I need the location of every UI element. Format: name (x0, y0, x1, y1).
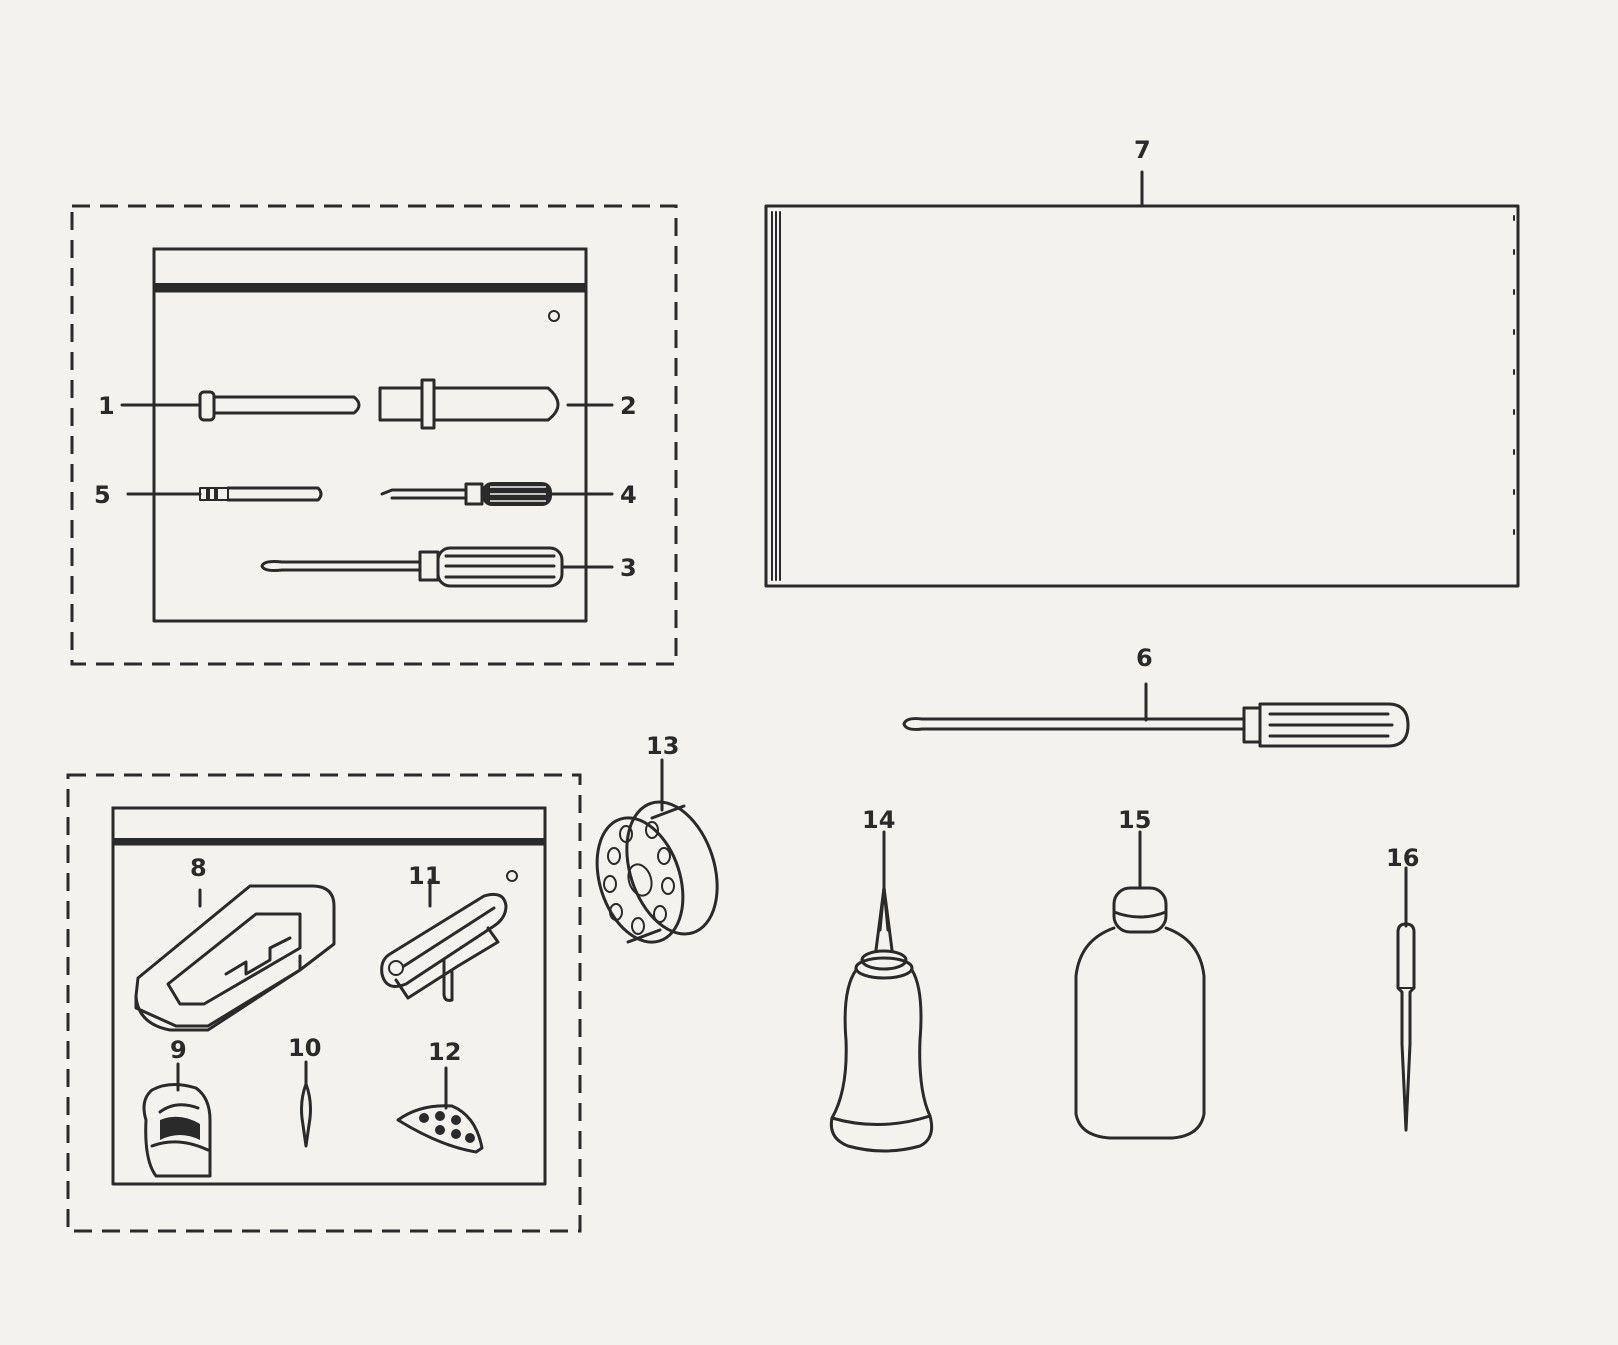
part-16-needle[interactable] (1396, 866, 1416, 1132)
accessory-bag-zip-strip (113, 838, 545, 845)
part-3-large-screwdriver[interactable] (260, 546, 614, 588)
callout-7: 7 (1134, 136, 1151, 164)
callout-14: 14 (862, 806, 895, 834)
part-5-small-screwdriver[interactable] (126, 486, 323, 502)
part-15-oil-bottle[interactable] (1074, 830, 1206, 1140)
callout-12: 12 (428, 1038, 461, 1066)
callout-13: 13 (646, 732, 679, 760)
dashed-group-border-lower (66, 773, 582, 1233)
part-14-oiler[interactable] (829, 830, 934, 1153)
callout-15: 15 (1118, 806, 1151, 834)
part-2-tube[interactable] (378, 378, 614, 430)
accessory-bag-eyelet (506, 870, 518, 882)
tool-bag-zip-strip (154, 283, 586, 290)
callout-4: 4 (620, 481, 637, 509)
tool-bag-header (152, 247, 588, 293)
part-11-zipper-foot[interactable] (380, 878, 508, 1002)
tool-bag-eyelet (548, 310, 560, 322)
callout-labels: 1 2 3 4 5 6 7 8 9 10 11 12 13 14 15 16 (94, 136, 1419, 1066)
callout-1: 1 (98, 392, 115, 420)
part-6-long-screwdriver[interactable] (902, 682, 1410, 748)
part-8-buttonhole-foot[interactable] (134, 884, 336, 1032)
part-9-guide[interactable] (142, 1062, 212, 1178)
tool-bag-group-upper (70, 204, 678, 666)
callout-2: 2 (620, 392, 637, 420)
part-10-needle[interactable] (300, 1060, 312, 1148)
part-4-medium-screwdriver[interactable] (380, 482, 614, 506)
callout-8: 8 (190, 854, 207, 882)
callout-3: 3 (620, 554, 637, 582)
callout-16: 16 (1386, 844, 1419, 872)
callout-5: 5 (94, 481, 111, 509)
callout-11: 11 (408, 862, 441, 890)
part-13-bobbin[interactable] (582, 758, 733, 953)
callout-6: 6 (1136, 644, 1153, 672)
part-1-pin[interactable] (120, 390, 361, 422)
part-12-felt[interactable] (396, 1066, 484, 1154)
part-7-instruction-booklet[interactable] (764, 170, 1520, 588)
tool-bag-group-lower (66, 773, 582, 1233)
callout-9: 9 (170, 1036, 187, 1064)
callout-10: 10 (288, 1034, 321, 1062)
